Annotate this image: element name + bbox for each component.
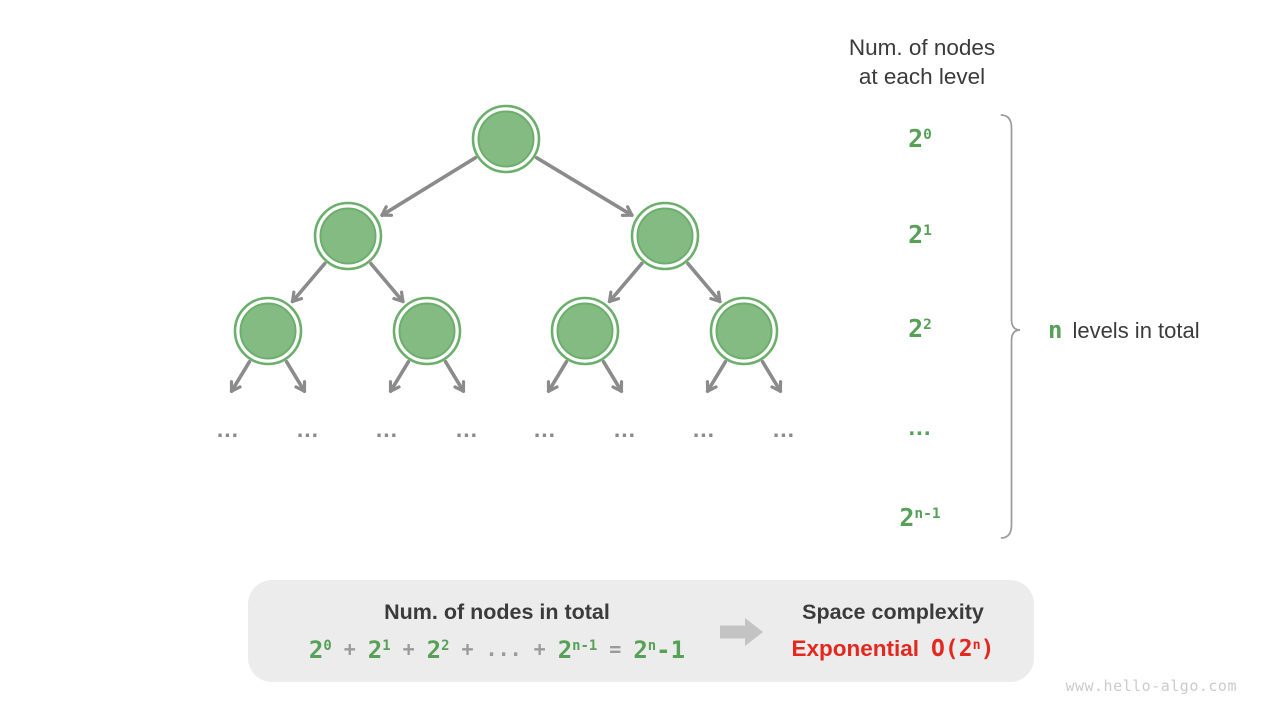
space-complexity-title: Space complexity <box>802 600 984 624</box>
tree-edge <box>369 261 405 304</box>
term-2-2: 22 <box>426 636 450 664</box>
tree-edge <box>229 359 252 394</box>
tree-ellipsis-row: ... ... ... ... ... ... ... ... <box>217 416 795 442</box>
plus-sign: + <box>402 637 415 661</box>
tree-edge <box>534 156 634 217</box>
ellipsis: ... <box>456 416 478 442</box>
tree-node <box>550 296 620 366</box>
level-base: 2 <box>908 124 924 153</box>
tree-edge <box>760 359 783 394</box>
tree-edges <box>229 156 783 394</box>
complexity-result: Exponential O(2n) <box>768 634 1018 667</box>
right-arrow-icon <box>720 618 763 646</box>
watermark: www.hello-algo.com <box>1065 677 1237 695</box>
tree-node <box>630 201 700 271</box>
term-result: 2n-1 <box>633 636 686 664</box>
equals-sign: = <box>609 637 622 661</box>
level-label-2: 22 <box>860 314 980 344</box>
tree-edge <box>380 156 478 217</box>
tree-edge <box>601 359 624 394</box>
header-line-2: at each level <box>858 64 986 89</box>
level-label-n-1: 2n-1 <box>860 503 980 533</box>
tree-edge <box>705 359 728 394</box>
level-sup: 0 <box>923 127 932 144</box>
term-2-n-1: 2n-1 <box>557 636 598 664</box>
tree-edge <box>290 261 327 304</box>
levels-total-label: n levels in total <box>1048 315 1200 345</box>
tree-edge <box>686 261 722 304</box>
plus-sign: + <box>461 637 474 661</box>
levels-total-text: levels in total <box>1072 318 1200 343</box>
ellipsis: ... <box>376 416 398 442</box>
ellipsis: ... <box>693 416 715 442</box>
term-2-1: 21 <box>367 636 391 664</box>
complexity-word: Exponential <box>791 636 920 661</box>
levels-brace <box>1000 114 1021 539</box>
tree-node-root <box>471 104 541 174</box>
right-panel-header: Num. of nodes at each level <box>812 33 1032 91</box>
ellipsis: ... <box>773 416 795 442</box>
level-label-0: 20 <box>860 124 980 154</box>
ellipsis: ... <box>614 416 636 442</box>
header-line-1: Num. of nodes <box>848 35 996 60</box>
level-sup: 2 <box>923 317 932 334</box>
tree-edge <box>607 261 644 304</box>
term-2-0: 20 <box>308 636 332 664</box>
ellipsis: ... <box>534 416 556 442</box>
plus-sign: + <box>343 637 356 661</box>
summary-box: Num. of nodes in total 20 +21 +22 +... +2n-1… <box>248 580 1034 682</box>
tree-node <box>313 201 383 271</box>
tree-nodes <box>233 104 779 366</box>
plus-sign: + <box>533 637 546 661</box>
total-nodes-formula: 20 +21 +22 +... +2n-1 = 2n-1 <box>248 634 746 667</box>
tree-node <box>233 296 303 366</box>
tree-edge <box>284 359 307 394</box>
level-label-1: 21 <box>860 220 980 250</box>
big-o-notation: O(2n) <box>931 636 995 662</box>
level-sup: n-1 <box>914 506 941 523</box>
ellipsis: ... <box>297 416 319 442</box>
tree-edge <box>388 359 411 394</box>
n-symbol: n <box>1048 316 1063 344</box>
tree-edge <box>443 359 466 394</box>
tree-node <box>392 296 462 366</box>
formula-ellipsis: ... <box>485 637 522 661</box>
ellipsis: ... <box>217 416 239 442</box>
tree-edge <box>546 359 569 394</box>
level-sup: 1 <box>923 223 932 240</box>
tree-node <box>709 296 779 366</box>
level-label-dots: ... <box>908 414 932 441</box>
level-base: 2 <box>908 220 924 249</box>
level-base: 2 <box>899 503 915 532</box>
total-nodes-title: Num. of nodes in total <box>384 600 610 624</box>
level-base: 2 <box>908 314 924 343</box>
